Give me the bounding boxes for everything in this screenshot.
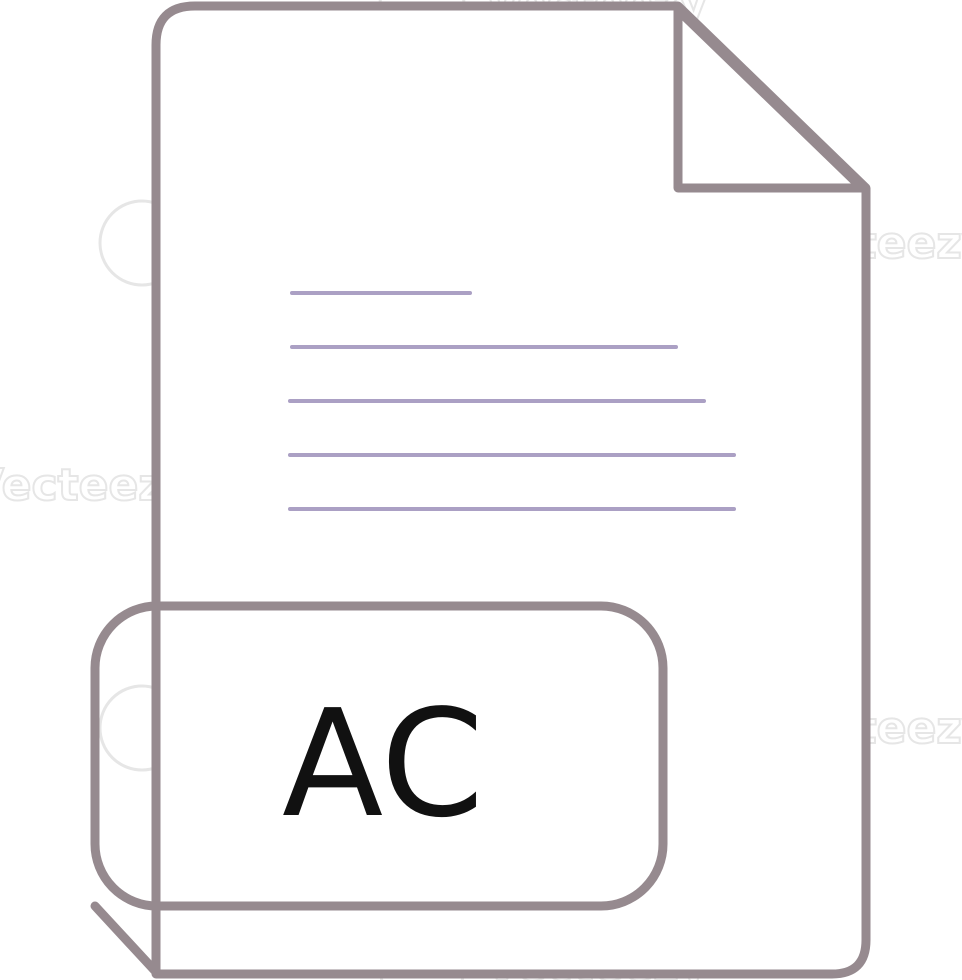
extension-label: AC bbox=[282, 678, 484, 850]
file-document-icon: AC bbox=[90, 1, 871, 979]
document-outline bbox=[151, 1, 871, 979]
extension-label-box bbox=[90, 601, 668, 911]
document-text-lines bbox=[288, 291, 736, 511]
folded-corner bbox=[673, 5, 867, 193]
label-ribbon-fold bbox=[90, 901, 161, 977]
